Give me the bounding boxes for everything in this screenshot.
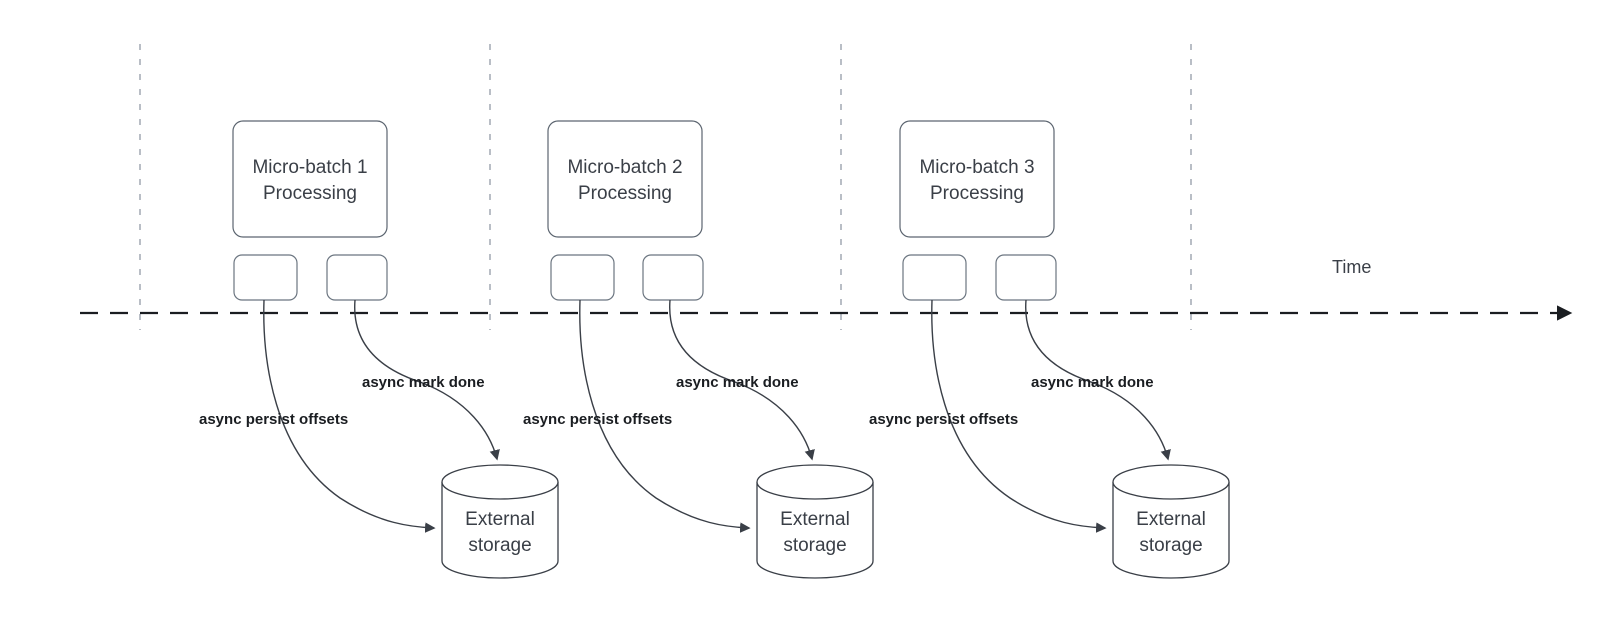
external-storage-label-line1-1: External	[465, 509, 535, 530]
micro-batch-box-2[interactable]	[547, 120, 703, 238]
edge-persist-offsets-3	[931, 299, 1107, 533]
time-axis-label: Time	[1332, 257, 1371, 277]
mini-box-markdone-1[interactable]	[326, 254, 388, 301]
mini-box-markdone-2[interactable]	[642, 254, 704, 301]
mini-box-markdone-3[interactable]	[995, 254, 1057, 301]
external-storage-label-line1-2: External	[780, 509, 850, 530]
mini-box-persist-2[interactable]	[550, 254, 615, 301]
edge-mark-done-2	[669, 299, 815, 461]
timeline-axis-group: Time	[80, 257, 1573, 321]
external-storage-cylinder-body-2[interactable]	[756, 482, 874, 579]
edge-label-mark-done-1: async mark done	[362, 374, 485, 391]
external-storage-label-line2-3: storage	[1139, 535, 1202, 556]
tick-lines-group	[139, 44, 1192, 330]
micro-batch-label-line2-1: Processing	[263, 183, 357, 204]
external-storage-label-line1-3: External	[1136, 509, 1206, 530]
mini-box-persist-3[interactable]	[902, 254, 967, 301]
external-storage-cylinder-top-2[interactable]	[756, 464, 874, 500]
edge-label-persist-offsets-2: async persist offsets	[523, 411, 672, 428]
micro-batch-label-line1-1: Micro-batch 1	[252, 157, 367, 178]
micro-batch-label-line1-2: Micro-batch 2	[567, 157, 682, 178]
external-storage-cylinder-top-1[interactable]	[441, 464, 559, 500]
edge-label-mark-done-2: async mark done	[676, 374, 799, 391]
micro-batch-label-line2-2: Processing	[578, 183, 672, 204]
external-storage-cylinder-top-3[interactable]	[1112, 464, 1230, 500]
edge-mark-done-1	[354, 299, 500, 461]
micro-batch-label-line2-3: Processing	[930, 183, 1024, 204]
edge-persist-offsets-1	[263, 299, 436, 533]
external-storage-label-line2-2: storage	[783, 535, 846, 556]
mini-box-persist-1[interactable]	[233, 254, 298, 301]
edge-label-persist-offsets-1: async persist offsets	[199, 411, 348, 428]
micro-batch-label-line1-3: Micro-batch 3	[919, 157, 1034, 178]
edge-mark-done-3	[1025, 299, 1171, 461]
edge-persist-offsets-2	[579, 299, 751, 533]
external-storage-cylinder-body-1[interactable]	[441, 482, 559, 579]
micro-batch-box-3[interactable]	[899, 120, 1055, 238]
external-storage-label-line2-1: storage	[468, 535, 531, 556]
micro-batch-box-1[interactable]	[232, 120, 388, 238]
external-storage-cylinder-body-3[interactable]	[1112, 482, 1230, 579]
edge-label-mark-done-3: async mark done	[1031, 374, 1154, 391]
edge-label-persist-offsets-3: async persist offsets	[869, 411, 1018, 428]
